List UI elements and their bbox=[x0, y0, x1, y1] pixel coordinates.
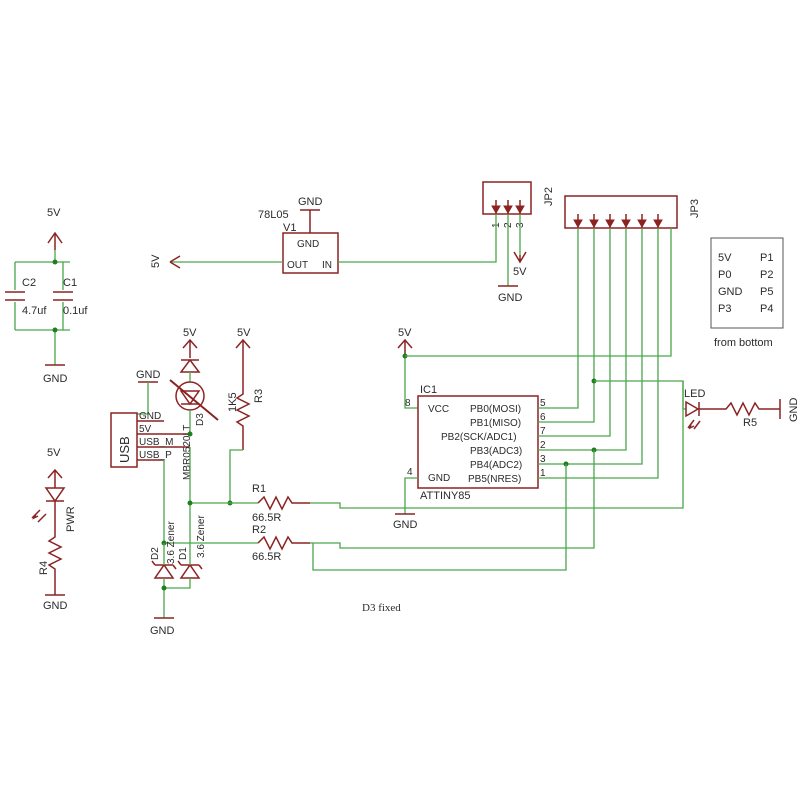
usb-gnd-net-label: GND bbox=[136, 369, 161, 381]
ic-name-label: IC1 bbox=[420, 384, 437, 396]
zener-diodes: D2 3.6 Zener D1 3.6 Zener GND bbox=[150, 515, 207, 637]
d1-label: D1 bbox=[178, 547, 189, 560]
r2-resistor: R2 66.5R bbox=[252, 524, 310, 563]
r1-value: 66.5R bbox=[252, 512, 281, 524]
c1-label: C1 bbox=[63, 277, 77, 289]
zener-gnd-label: GND bbox=[150, 625, 175, 637]
r3-label: R3 bbox=[253, 389, 265, 403]
pinout-r2-c1: P0 bbox=[718, 269, 731, 281]
c2-value: 4.7uf bbox=[22, 305, 47, 317]
jp3-header: JP3 bbox=[564, 195, 701, 229]
usb-label: USB bbox=[117, 436, 132, 463]
jp2-label: JP2 bbox=[543, 187, 555, 206]
r5-gnd-label: GND bbox=[788, 398, 800, 423]
d3-name-label: D3 bbox=[195, 413, 206, 426]
d1-value: 3.6 Zener bbox=[196, 515, 207, 558]
status-led-group: LED R5 GND bbox=[682, 381, 800, 430]
jp2-header: JP2 1 2 3 5V GND bbox=[482, 181, 555, 304]
ic-vcc-pin: VCC bbox=[428, 404, 449, 415]
pinout-r3-c1: GND bbox=[718, 286, 743, 298]
usb-connector: GND USB GND 5V USB_M USB_P bbox=[110, 369, 190, 468]
power-led-group: 5V PWR R4 GND bbox=[31, 447, 77, 612]
ic-pb1-label: PB1(MISO) bbox=[470, 418, 521, 429]
r5-label: R5 bbox=[743, 417, 757, 429]
r1-label: R1 bbox=[252, 483, 266, 495]
d3-part-label: MBR0520LT bbox=[182, 425, 193, 480]
pinout-r4-c2: P4 bbox=[760, 303, 773, 315]
ic-pin5-num: 5 bbox=[540, 398, 546, 409]
ic-vcc-num: 8 bbox=[405, 398, 411, 409]
voltage-regulator: GND 78L05 V1 GND OUT IN 5V bbox=[150, 196, 497, 274]
usb-5v-pin: 5V bbox=[139, 424, 152, 435]
jp3-label: JP3 bbox=[689, 199, 701, 218]
ic-pin3-num: 3 bbox=[540, 454, 546, 465]
capacitor-group: 5V C2 4.7uf C1 0.1uf GND bbox=[5, 207, 88, 385]
ic-part-label: ATTINY85 bbox=[420, 490, 471, 502]
attiny85-ic: 5V IC1 ATTINY85 VCC GND 8 4 GND PB0(MOSI… bbox=[393, 228, 672, 531]
pinout-r1-c2: P1 bbox=[760, 252, 773, 264]
d2-value: 3.6 Zener bbox=[166, 521, 177, 564]
reg-in-pin: IN bbox=[322, 260, 332, 271]
ic-gnd-num: 4 bbox=[407, 467, 413, 478]
c1-value: 0.1uf bbox=[63, 305, 88, 317]
jp2-5v-label: 5V bbox=[513, 266, 527, 278]
pinout-r3-c2: P5 bbox=[760, 286, 773, 298]
ic-5v-label: 5V bbox=[398, 327, 412, 339]
c2-label: C2 bbox=[22, 277, 36, 289]
pinout-r1-c1: 5V bbox=[718, 252, 732, 264]
pwr-led-label: PWR bbox=[65, 506, 77, 532]
jp2-gnd-label: GND bbox=[498, 292, 523, 304]
ic-gnd-pin: GND bbox=[428, 473, 450, 484]
reg-gnd-pin: GND bbox=[297, 239, 319, 250]
pwr-supply-label: 5V bbox=[47, 447, 61, 459]
usb-data-wiring bbox=[161, 447, 258, 546]
pwr-gnd-label: GND bbox=[43, 600, 68, 612]
pinout-caption: from bottom bbox=[714, 337, 773, 349]
r3-5v-label: 5V bbox=[237, 327, 251, 339]
reg-name-label: V1 bbox=[283, 222, 296, 234]
led-label: LED bbox=[684, 388, 705, 400]
ic-pb5-label: PB5(NRES) bbox=[468, 474, 521, 485]
fix-note: D3 fixed bbox=[362, 602, 401, 614]
ic-pin6-num: 6 bbox=[540, 412, 546, 423]
r1-resistor: R1 66.5R bbox=[252, 483, 310, 524]
pinout-table: 5V P1 P0 P2 GND P5 P3 P4 from bottom bbox=[710, 237, 784, 349]
reg-part-label: 78L05 bbox=[258, 209, 289, 221]
c-gnd-label: GND bbox=[43, 373, 68, 385]
ic-gnd-label: GND bbox=[393, 519, 418, 531]
reg-out-pin: OUT bbox=[287, 260, 308, 271]
r2-value: 66.5R bbox=[252, 551, 281, 563]
d2-label: D2 bbox=[150, 547, 161, 560]
ic-pin2-num: 2 bbox=[540, 440, 546, 451]
reg-gnd-label: GND bbox=[298, 196, 323, 208]
ic-pin1-num: 1 bbox=[540, 468, 546, 479]
ic-pb2-label: PB2(SCK/ADC1) bbox=[441, 432, 517, 443]
r2-label: R2 bbox=[252, 524, 266, 536]
ic-pin7-num: 7 bbox=[540, 426, 546, 437]
reg-out-net: 5V bbox=[150, 254, 162, 268]
usb-m-pin: USB_M bbox=[139, 437, 173, 448]
usb-p-pin: USB_P bbox=[139, 450, 172, 461]
pinout-r2-c2: P2 bbox=[760, 269, 773, 281]
r3-resistor: 5V 1K5 R3 bbox=[227, 327, 265, 506]
c-supply-label: 5V bbox=[47, 207, 61, 219]
d3-5v-label: 5V bbox=[183, 327, 197, 339]
usb-gnd-pin: GND bbox=[139, 411, 161, 422]
d3-diode: 5V D3 MBR0520LT bbox=[169, 327, 219, 480]
pinout-r4-c1: P3 bbox=[718, 303, 731, 315]
ic-pb0-label: PB0(MOSI) bbox=[470, 404, 521, 415]
r3-value: 1K5 bbox=[227, 392, 239, 412]
ic-jp3-wiring bbox=[310, 228, 684, 571]
ic-pb3-label: PB3(ADC3) bbox=[470, 446, 522, 457]
r4-label: R4 bbox=[38, 561, 50, 575]
ic-pb4-label: PB4(ADC2) bbox=[470, 460, 522, 471]
